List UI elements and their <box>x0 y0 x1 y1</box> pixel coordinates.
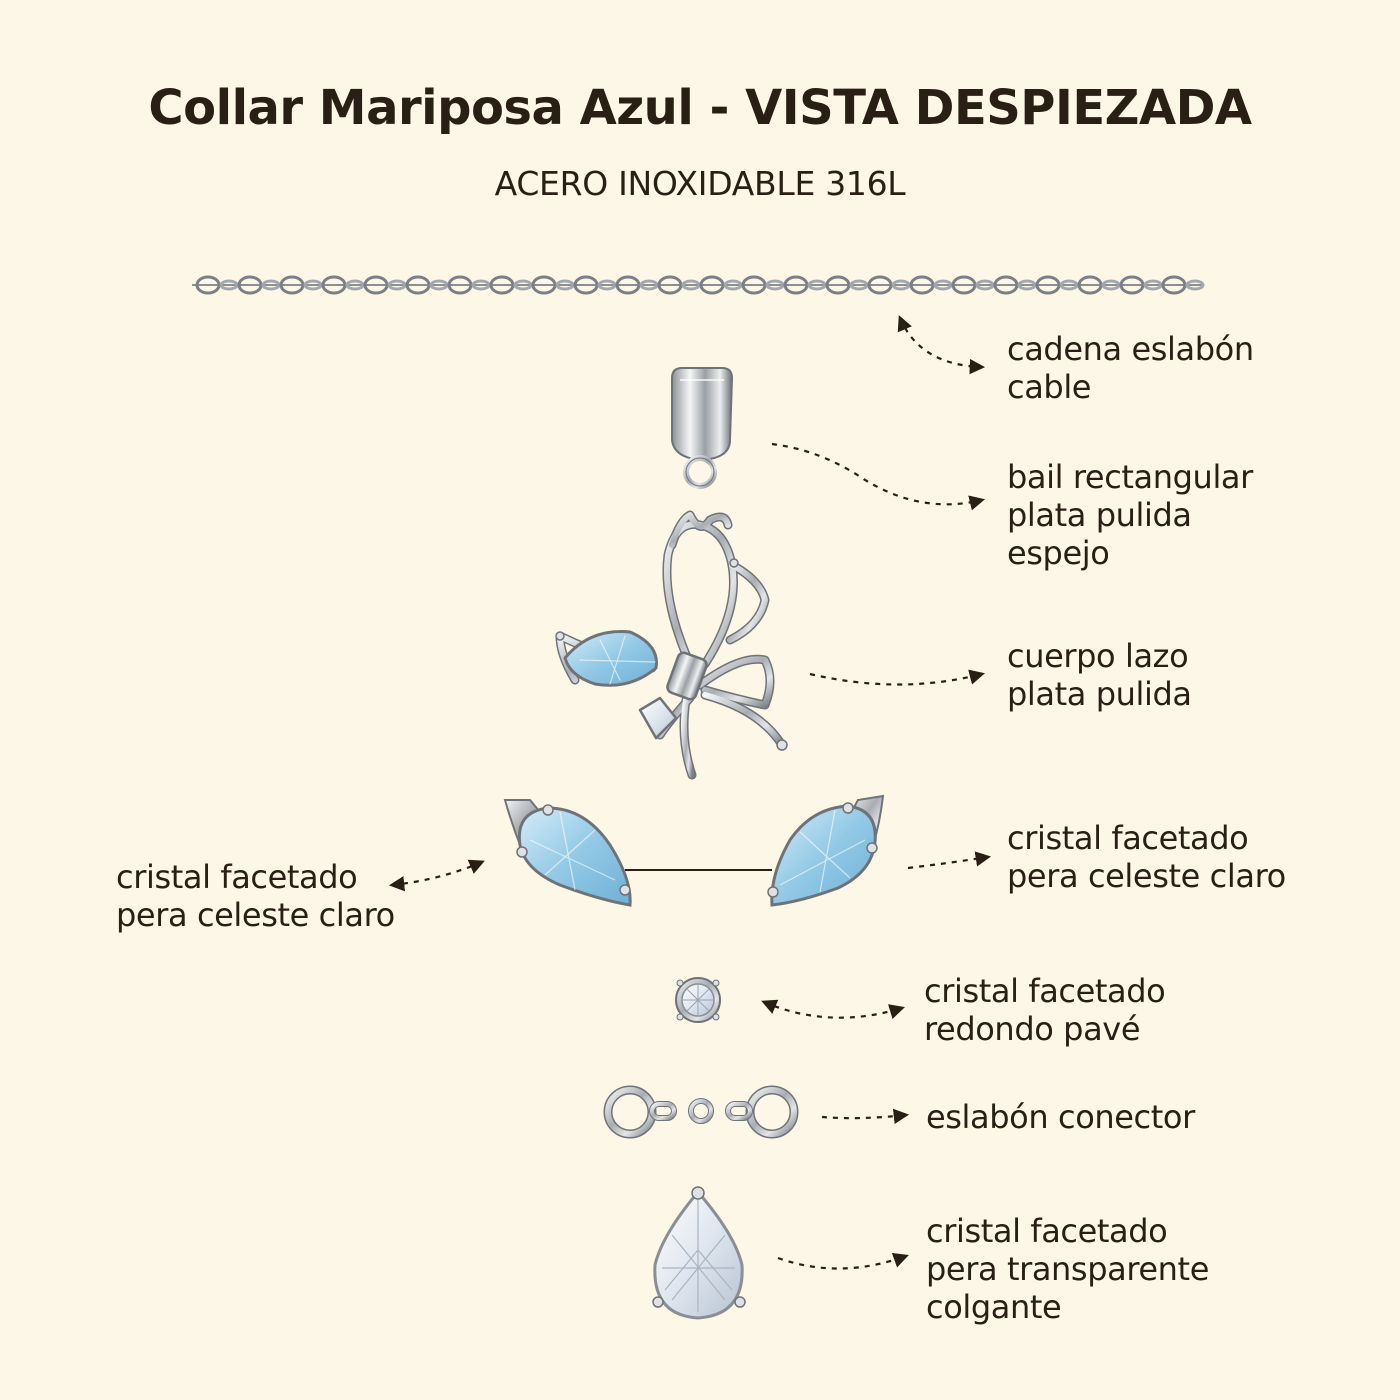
blue-pear-crystal-icon <box>503 799 632 907</box>
page-title: Collar Mariposa Azul - VISTA DESPIEZADA <box>148 80 1252 136</box>
chain-leader-arrow <box>897 315 986 375</box>
bow-body-icon <box>555 510 788 780</box>
clear-pear-drop-icon <box>652 1186 746 1320</box>
round-pave-crystal-icon <box>675 977 721 1023</box>
page-subtitle: ACERO INOXIDABLE 316L <box>494 164 906 203</box>
connector-leader-arrow <box>821 1108 910 1124</box>
bow-leader-arrow <box>809 669 985 686</box>
rectangular-bail-icon <box>671 367 734 489</box>
round-leader-arrow <box>761 999 905 1019</box>
pear-right-leader-arrow <box>907 851 992 870</box>
blue-pear-crystal-icon <box>767 794 885 907</box>
connector-link-icon <box>603 1085 799 1139</box>
connector-label: eslabón conector <box>926 1098 1195 1136</box>
blue-pear-crystal-pair <box>503 794 885 907</box>
drop-leader-arrow <box>777 1252 909 1270</box>
cable-chain-icon <box>192 275 1205 295</box>
pear-left-leader-arrow <box>388 859 485 892</box>
bail-leader-arrow <box>771 442 985 511</box>
